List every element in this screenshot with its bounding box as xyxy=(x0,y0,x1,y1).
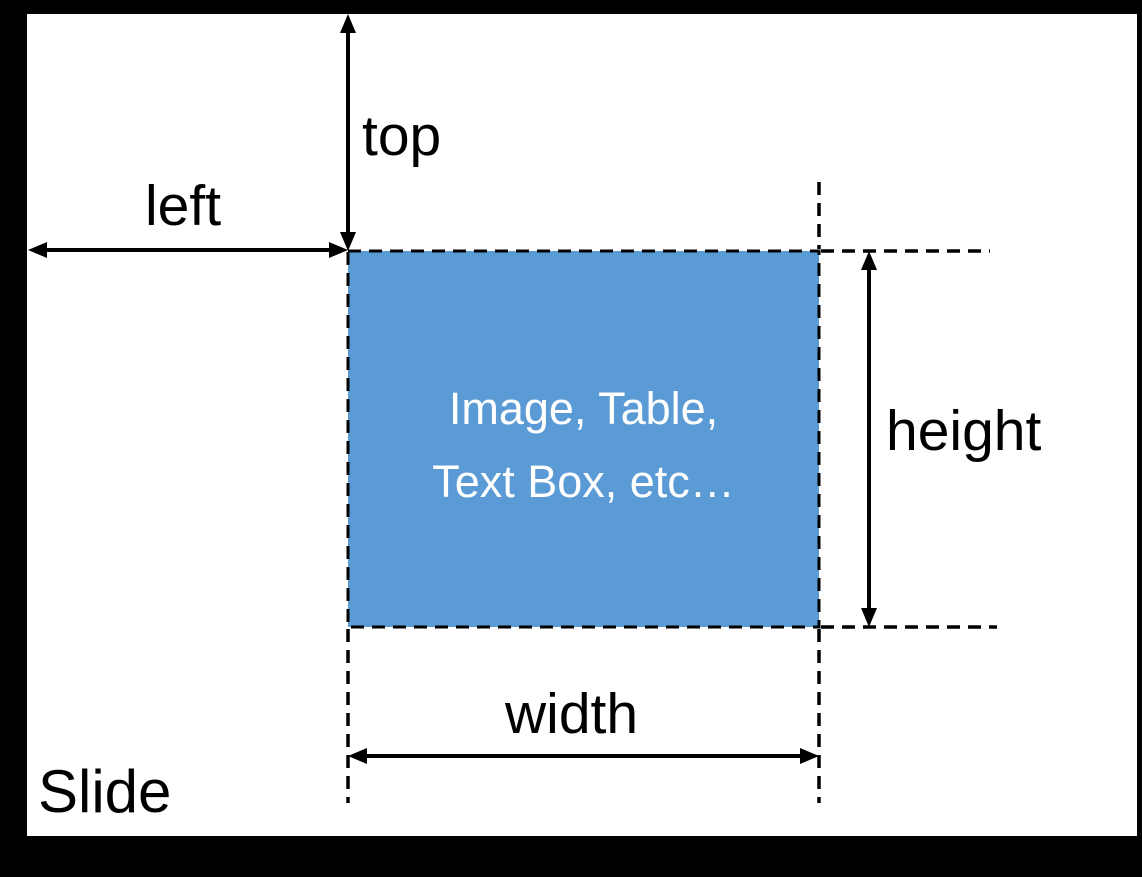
width-dimension-label: width xyxy=(505,682,639,746)
slide-caption: Slide xyxy=(38,758,172,825)
content-box-rect xyxy=(346,249,821,629)
top-dimension-label: top xyxy=(362,104,442,168)
width-dimension-arrow xyxy=(348,748,819,764)
content-box-label-line2: Text Box, etc… xyxy=(432,456,735,507)
left-dimension-label: left xyxy=(145,174,222,238)
left-dimension-arrow xyxy=(28,242,348,258)
content-box-label-line1: Image, Table, xyxy=(448,383,719,434)
content-box-label: Image, Table, Text Box, etc… xyxy=(348,251,819,627)
top-dimension-arrow xyxy=(340,14,356,251)
height-dimension-label: height xyxy=(886,399,1042,463)
height-dimension-arrow xyxy=(861,251,877,627)
